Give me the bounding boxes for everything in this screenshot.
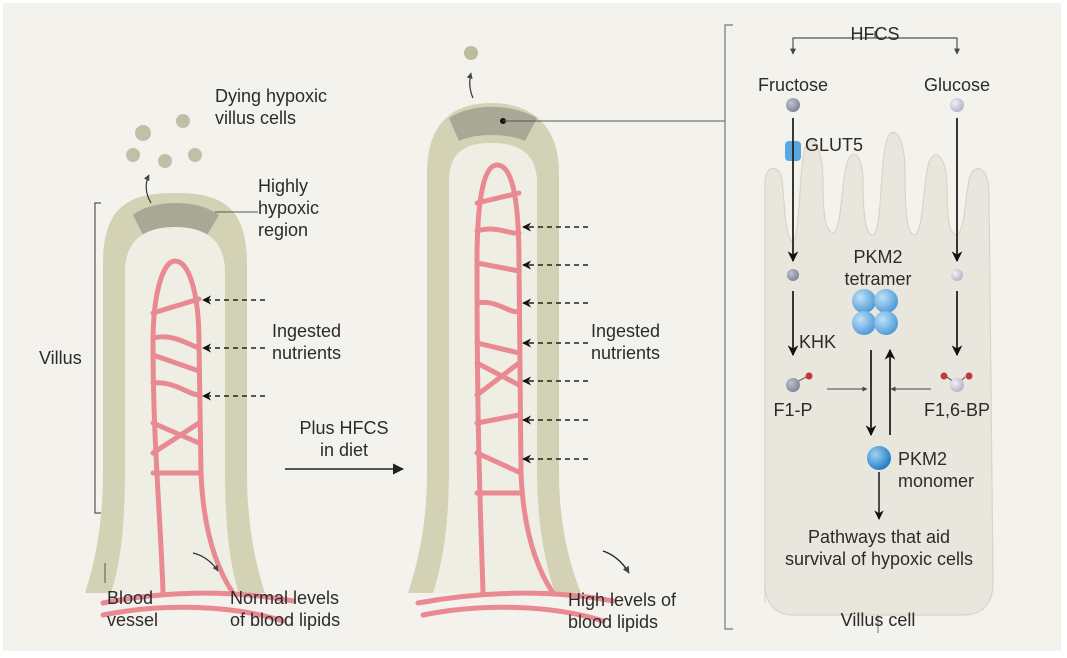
figure-canvas: Dying hypoxic villus cells Highly hypoxi… xyxy=(3,3,1061,651)
villus-bracket xyxy=(94,202,101,514)
khk-label: KHK xyxy=(799,332,837,352)
diagram-graphics xyxy=(85,24,994,633)
left-nutrient-arrows xyxy=(202,295,265,401)
fructose-label: Fructose xyxy=(757,75,829,95)
villus-label: Villus xyxy=(39,348,82,368)
normal-lipids-label: Normal levels of blood lipids xyxy=(230,588,341,630)
normal-lipids-arrow xyxy=(192,552,219,572)
villus-cell-shape xyxy=(764,131,994,616)
hfcs-label: HFCS xyxy=(850,24,900,44)
middle-villus xyxy=(408,46,616,624)
pkm2-monomer-label: PKM2 monomer xyxy=(898,449,975,491)
pkm2-tetramer-label: PKM2 tetramer xyxy=(844,247,912,289)
hfcs-diet-label: Plus HFCS in diet xyxy=(299,418,389,460)
left-villus xyxy=(85,114,296,624)
left-dying-arrow xyxy=(143,174,152,204)
glut5-label: GLUT5 xyxy=(805,135,864,155)
glucose-intracellular xyxy=(951,269,963,281)
dying-cells-label: Dying hypoxic villus cells xyxy=(215,86,328,128)
glucose-molecule xyxy=(950,98,964,112)
blood-vessel-label: Blood vessel xyxy=(107,588,159,630)
pkm2-monomer-icon xyxy=(867,446,891,470)
glucose-label: Glucose xyxy=(923,75,991,95)
middle-dying-arrow xyxy=(466,72,474,99)
middle-nutrient-arrows xyxy=(522,222,588,464)
left-hypoxic-region xyxy=(133,203,219,235)
f16bp-label: F1,6-BP xyxy=(923,400,991,420)
inset-bracket xyxy=(724,24,733,630)
pkm2-tetramer-icon xyxy=(852,289,898,335)
high-lipids-label: High levels of blood lipids xyxy=(568,590,677,632)
f1p-molecule xyxy=(786,372,813,392)
f16bp-molecule xyxy=(940,372,973,392)
high-lipids-arrow xyxy=(602,550,630,574)
fructose-intracellular xyxy=(787,269,799,281)
f1p-label: F1-P xyxy=(773,400,813,420)
fructose-molecule xyxy=(786,98,800,112)
pathways-label: Pathways that aid survival of hypoxic ce… xyxy=(784,527,974,569)
middle-nutrients-label: Ingested nutrients xyxy=(591,321,661,363)
villus-cell-label: Villus cell xyxy=(840,610,916,630)
middle-hypoxic-region xyxy=(449,106,537,141)
left-nutrients-label: Ingested nutrients xyxy=(272,321,342,363)
hypoxic-region-label: Highly hypoxic region xyxy=(258,176,320,240)
